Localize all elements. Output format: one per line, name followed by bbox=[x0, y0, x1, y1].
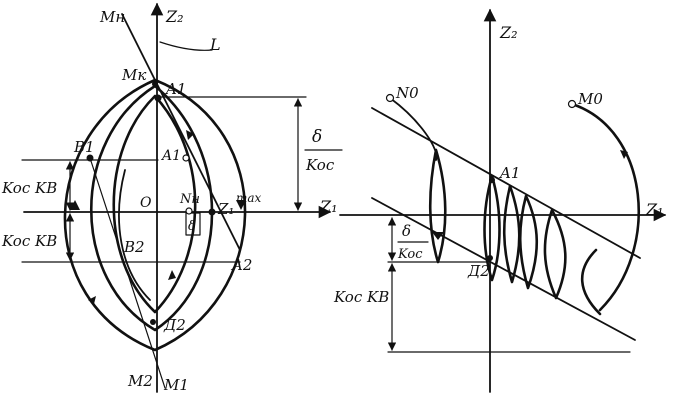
right-trajectory-n0 bbox=[389, 97, 438, 161]
left-label-b2: B2 bbox=[123, 238, 145, 256]
left-z2-label: Z₂ bbox=[165, 7, 184, 26]
left-label-mk: Mк bbox=[121, 66, 146, 84]
right-lens-3 bbox=[502, 184, 521, 284]
right-lens-5 bbox=[543, 208, 567, 300]
left-arrow-2 bbox=[236, 200, 246, 210]
right-kockb: Koc KB bbox=[333, 288, 389, 306]
right-point-d2 bbox=[487, 255, 493, 261]
left-label-m2: M2 bbox=[127, 372, 153, 390]
left-point-a1 bbox=[154, 94, 162, 102]
right-lens-2 bbox=[483, 174, 501, 282]
right-label-a1: A1 bbox=[498, 164, 520, 182]
right-label-d2: Д2 bbox=[467, 262, 490, 280]
left-arrow-5 bbox=[168, 270, 176, 280]
right-label-n0: N0 bbox=[395, 84, 419, 102]
right-point-a1 bbox=[489, 177, 495, 183]
right-z1-label: Z₁ bbox=[645, 200, 664, 219]
right-trajectory-m0 bbox=[570, 102, 640, 312]
left-delta-box-label: δ bbox=[188, 219, 196, 234]
left-label-d2: Д2 bbox=[163, 316, 186, 334]
left-z1-label: Z₁ bbox=[319, 197, 338, 216]
left-arrow-3 bbox=[88, 296, 96, 304]
left-point-a1-mid bbox=[182, 154, 190, 162]
right-arrow-2 bbox=[432, 232, 444, 240]
left-point-b1 bbox=[86, 154, 94, 162]
right-label-m0: M0 bbox=[577, 90, 603, 108]
right-lens-4 bbox=[518, 194, 539, 290]
left-point-z1max bbox=[208, 208, 216, 216]
left-label-a1-mid: A1 bbox=[160, 148, 181, 164]
right-upper-boundary bbox=[371, 107, 641, 259]
left-label-z1max: Z₁ bbox=[217, 200, 234, 218]
left-point-nn bbox=[185, 207, 193, 215]
right-phase-diagram: Z₂ Z₁ δ Koc Koc KB N0 M bbox=[333, 8, 667, 393]
left-delta-box bbox=[185, 212, 201, 236]
left-point-mk bbox=[152, 81, 158, 87]
left-delta-den: Koc bbox=[305, 156, 335, 174]
left-delta-num: δ bbox=[312, 127, 322, 147]
right-lens-6 bbox=[580, 248, 602, 316]
right-point-n0 bbox=[385, 93, 395, 103]
left-label-b1: B1 bbox=[73, 138, 95, 156]
right-delta-num: δ bbox=[402, 222, 411, 240]
left-origin-label: O bbox=[140, 195, 152, 211]
left-middle-trajectory bbox=[90, 84, 214, 332]
left-switching-line bbox=[121, 13, 241, 251]
left-kockb-bottom: Koc KB bbox=[1, 232, 57, 250]
left-label-a2: A2 bbox=[230, 256, 252, 274]
left-label-mn: Mн bbox=[99, 8, 125, 26]
left-label-nn: Nн bbox=[179, 192, 200, 207]
left-phase-diagram: Z₂ Z₁ O δ Koc Koc KB Koc K bbox=[1, 2, 343, 394]
right-delta-den: Koc bbox=[397, 247, 423, 262]
left-label-m1: M1 bbox=[163, 376, 189, 394]
left-arrow-1 bbox=[70, 200, 80, 210]
left-label-max: max bbox=[236, 191, 262, 205]
left-inner-small-trajectory bbox=[118, 169, 151, 301]
left-outer-trajectory bbox=[63, 78, 247, 352]
left-kockb-top: Koc KB bbox=[1, 179, 57, 197]
right-arrow-1 bbox=[620, 150, 628, 159]
left-label-l: L bbox=[209, 35, 221, 54]
left-arrow-4 bbox=[186, 130, 194, 140]
right-point-m0 bbox=[567, 99, 577, 109]
left-l-pointer bbox=[159, 41, 213, 51]
right-lower-boundary bbox=[371, 197, 636, 341]
right-z2-label: Z₂ bbox=[499, 23, 518, 42]
right-lens-1 bbox=[428, 148, 447, 264]
left-label-a1-top: A1 bbox=[164, 80, 186, 98]
left-point-d2 bbox=[150, 319, 156, 325]
